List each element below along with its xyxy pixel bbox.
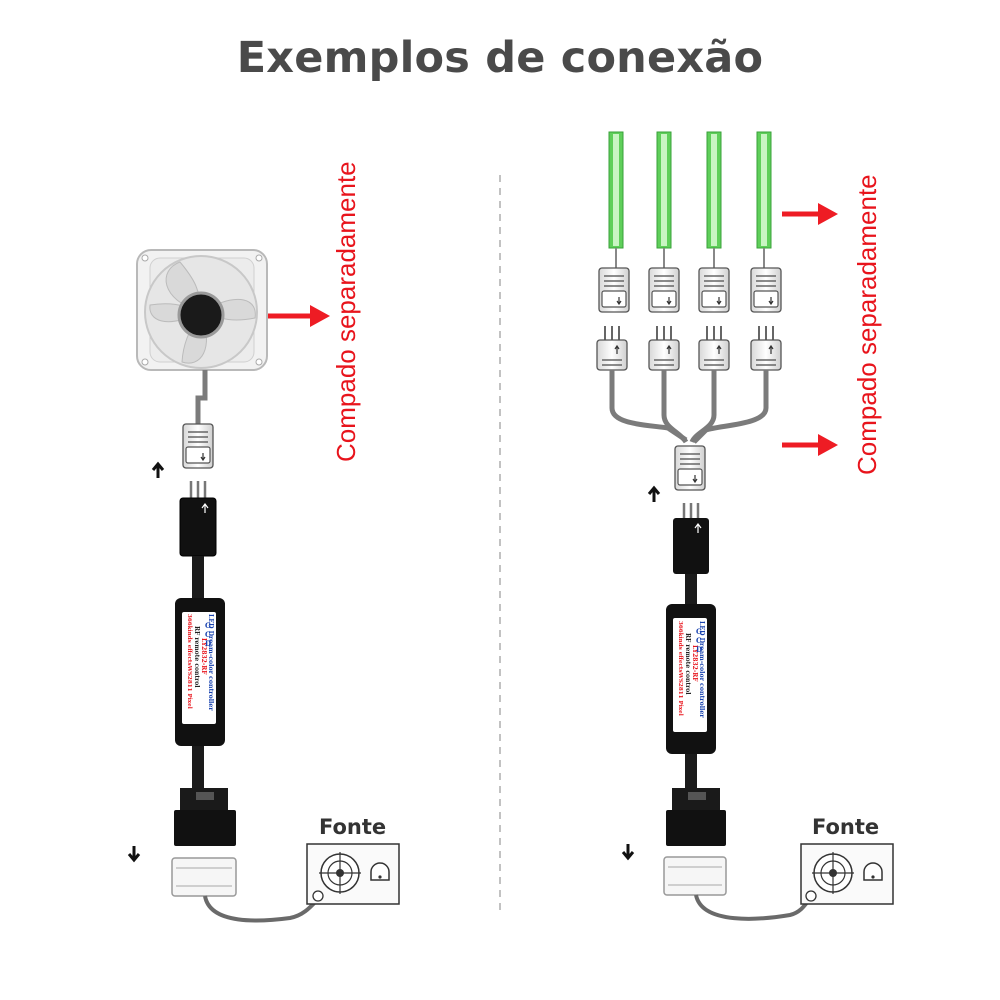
up-arrow-icon <box>647 485 661 502</box>
strip-female-connector-4 <box>750 267 782 313</box>
down-arrow-icon <box>621 844 635 861</box>
dc-male-plug <box>171 857 237 897</box>
splitter-male-connector-3 <box>698 325 730 371</box>
controller-text-2: LY2832-RF <box>200 638 207 675</box>
power-supply <box>306 843 400 905</box>
strip-female-connector-2 <box>648 267 680 313</box>
splitter-male-connector-4 <box>750 325 782 371</box>
led-controller: LED Dream-color controller LY2832-RF RF … <box>175 598 225 746</box>
dc-female-connector <box>174 788 236 846</box>
strip-wires <box>615 248 765 268</box>
power-label-right: Fonte <box>812 815 880 839</box>
pin-letter-c: C <box>696 636 702 645</box>
fan-cable <box>195 370 208 424</box>
led-strip-2 <box>656 131 672 249</box>
pin-letter-g: G <box>205 621 211 630</box>
led-strip-3 <box>706 131 722 249</box>
controller-text-1: LED Dream-color controller <box>698 621 705 718</box>
power-label-left: Fonte <box>319 815 387 839</box>
power-supply <box>800 843 894 905</box>
power-cable <box>203 895 322 923</box>
controller-text-2: LY2832-RF <box>691 645 698 682</box>
controller-text-4: 366kinds effectsWS2811 Pixel <box>677 621 683 716</box>
controller-text-3: RF remote control <box>193 626 200 688</box>
pin-letter-c: C <box>205 630 211 639</box>
led-controller: LED Dream-color controller LY2832-RF RF … <box>666 604 716 754</box>
fan-icon <box>136 249 268 371</box>
pin-letter-d: D <box>205 639 211 648</box>
separately-sold-label-right: Compado separadamente <box>852 174 882 475</box>
controller-male-connector <box>179 481 217 557</box>
red-arrow-right-top-head <box>818 203 838 225</box>
power-cable <box>694 894 814 921</box>
led-strip-1 <box>608 131 624 249</box>
strip-female-connector-1 <box>598 267 630 313</box>
right-panel: LED Dream-color controller LY2832-RF RF … <box>596 131 894 921</box>
pin-letter-d: D <box>696 645 702 654</box>
dc-female-connector <box>666 788 726 846</box>
controller-male-connector <box>673 503 709 574</box>
up-arrow-icon <box>151 461 165 478</box>
splitter-female-connector <box>674 445 706 491</box>
led-strip-4 <box>756 131 772 249</box>
page-title: Exemplos de conexão <box>236 33 764 83</box>
splitter-male-connector-2 <box>648 325 680 371</box>
down-arrow-icon <box>127 846 141 863</box>
pin-letter-g: G <box>696 627 702 636</box>
fan-female-connector <box>182 423 214 469</box>
controller-text-4: 366kinds effectsWS2811 Pixel <box>186 614 192 709</box>
strip-female-connector-3 <box>698 267 730 313</box>
red-arrow-left-head <box>310 305 330 327</box>
separately-sold-label-left: Compado separadamente <box>331 161 361 462</box>
controller-text-1: LED Dream-color controller <box>207 614 214 711</box>
splitter-cables <box>609 370 769 444</box>
splitter-male-connector-1 <box>596 325 628 371</box>
controller-text-3: RF remote control <box>684 633 691 695</box>
red-arrow-right-bottom-head <box>818 434 838 456</box>
dc-male-plug <box>663 856 727 896</box>
left-panel: LED Dream-color controller LY2832-RF RF … <box>127 249 400 923</box>
